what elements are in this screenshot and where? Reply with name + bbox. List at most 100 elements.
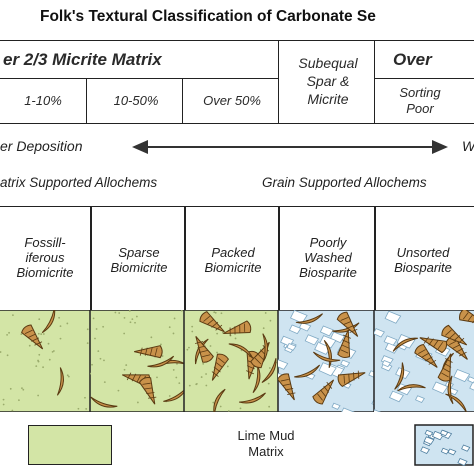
shell-fragment — [90, 396, 118, 408]
mud-speck — [90, 372, 91, 375]
mud-speck — [103, 381, 106, 384]
mud-speck — [94, 337, 96, 340]
mud-speck — [6, 354, 9, 357]
mud-speck — [135, 315, 138, 318]
mud-speck — [216, 332, 219, 335]
texture-panel-5 — [373, 310, 474, 412]
mud-speck — [264, 312, 267, 314]
rock-column-3: Packed Biomicrite — [184, 206, 280, 312]
mud-speck — [47, 342, 50, 345]
mud-speck — [20, 333, 23, 336]
pct-2-label: 10-50% — [113, 93, 159, 108]
spar-crystal — [298, 321, 312, 332]
mud-speck — [200, 376, 203, 378]
rock-column-4: Poorly Washed Biosparite — [278, 206, 376, 312]
shell-fragment — [394, 362, 405, 390]
spar-crystal — [453, 368, 471, 383]
arrow-right-label: W — [462, 138, 474, 154]
mud-speck — [191, 325, 194, 328]
mud-speck — [52, 350, 55, 352]
mud-speck — [178, 382, 181, 385]
mud-speck — [160, 343, 162, 346]
spar-crystal — [318, 362, 337, 377]
mud-speck — [2, 398, 5, 401]
spar-crystal — [330, 331, 346, 344]
mud-speck — [269, 319, 272, 322]
spar-crystal — [388, 390, 404, 403]
spar-crystal — [288, 324, 302, 335]
mud-speck — [213, 311, 216, 314]
rock-label-1-line3: Biomicrite — [16, 265, 74, 280]
mud-speck — [172, 332, 175, 335]
deposition-arrow — [132, 140, 448, 154]
mud-speck — [262, 327, 265, 330]
mud-speck — [77, 407, 80, 410]
mud-speck — [92, 317, 95, 320]
spar-crystal — [432, 381, 449, 395]
over-label: Over — [393, 50, 432, 69]
mud-speck — [59, 337, 62, 340]
mud-speck — [48, 358, 51, 361]
spar-crystal — [278, 359, 289, 370]
matrix-supported-label: atrix Supported Allochems — [0, 175, 158, 190]
spar-crystal — [374, 409, 381, 412]
shell-fragment — [295, 313, 323, 324]
mud-speck — [156, 376, 158, 379]
mud-speck — [234, 337, 237, 340]
mud-speck — [28, 344, 31, 347]
spar-swatch — [414, 424, 474, 466]
pct-3-cell: Over 50% — [182, 78, 280, 124]
spar-crystal — [286, 342, 297, 351]
over-header: Over — [374, 40, 474, 80]
mud-speck — [150, 336, 153, 339]
spar-crystal — [384, 342, 399, 354]
spar-crystal — [420, 446, 430, 455]
mud-speck — [67, 375, 70, 378]
gastropod-grain — [21, 324, 44, 350]
mud-speck — [212, 401, 215, 404]
spar-crystal — [304, 334, 320, 346]
spar-crystal — [384, 310, 402, 324]
micrite-matrix-label: er 2/3 Micrite Matrix — [3, 50, 162, 69]
gastropod-grain — [134, 345, 163, 359]
gastropod-grain — [278, 373, 296, 401]
mud-speck — [205, 384, 208, 387]
rock-label-2-line2: Biomicrite — [110, 260, 168, 275]
spar-crystal — [374, 328, 385, 338]
deposition-label: er Deposition — [0, 138, 83, 154]
lime-mud-swatch — [28, 425, 112, 465]
mud-speck — [136, 401, 139, 404]
rock-label-4-line2: Washed — [304, 250, 352, 265]
mud-speck — [134, 321, 136, 324]
mud-speck — [51, 351, 54, 353]
spar-crystal — [424, 429, 434, 437]
mud-speck — [37, 359, 39, 362]
subequal-label-3: Micrite — [307, 91, 349, 107]
mud-speck — [6, 333, 8, 336]
lime-mud-label-2: Matrix — [248, 444, 284, 459]
rock-column-1: Fossill- iferous Biomicrite — [0, 206, 92, 312]
mud-speck — [188, 384, 191, 387]
mud-speck — [86, 342, 89, 345]
mud-speck — [40, 333, 43, 335]
mud-speck — [2, 403, 5, 406]
rock-label-3-line1: Packed — [211, 245, 255, 260]
gastropod-grain — [223, 320, 252, 336]
poor-label: Poor — [406, 101, 434, 116]
mud-speck — [123, 368, 126, 371]
shell-fragment — [56, 367, 64, 396]
mud-speck — [38, 353, 41, 356]
mud-speck — [86, 328, 89, 331]
gastropod-grain — [459, 310, 474, 325]
pct-2-cell: 10-50% — [86, 78, 184, 124]
spar-crystal — [440, 447, 450, 455]
spar-crystal — [319, 335, 337, 349]
mud-speck — [85, 408, 88, 410]
texture-illustrations — [0, 310, 474, 412]
mud-speck — [226, 365, 229, 368]
shell-fragment — [213, 388, 226, 412]
sorting-cell: Sorting Poor — [374, 78, 474, 124]
shell-fragment — [397, 384, 426, 392]
mud-speck — [227, 410, 230, 412]
mud-speck — [191, 330, 194, 333]
